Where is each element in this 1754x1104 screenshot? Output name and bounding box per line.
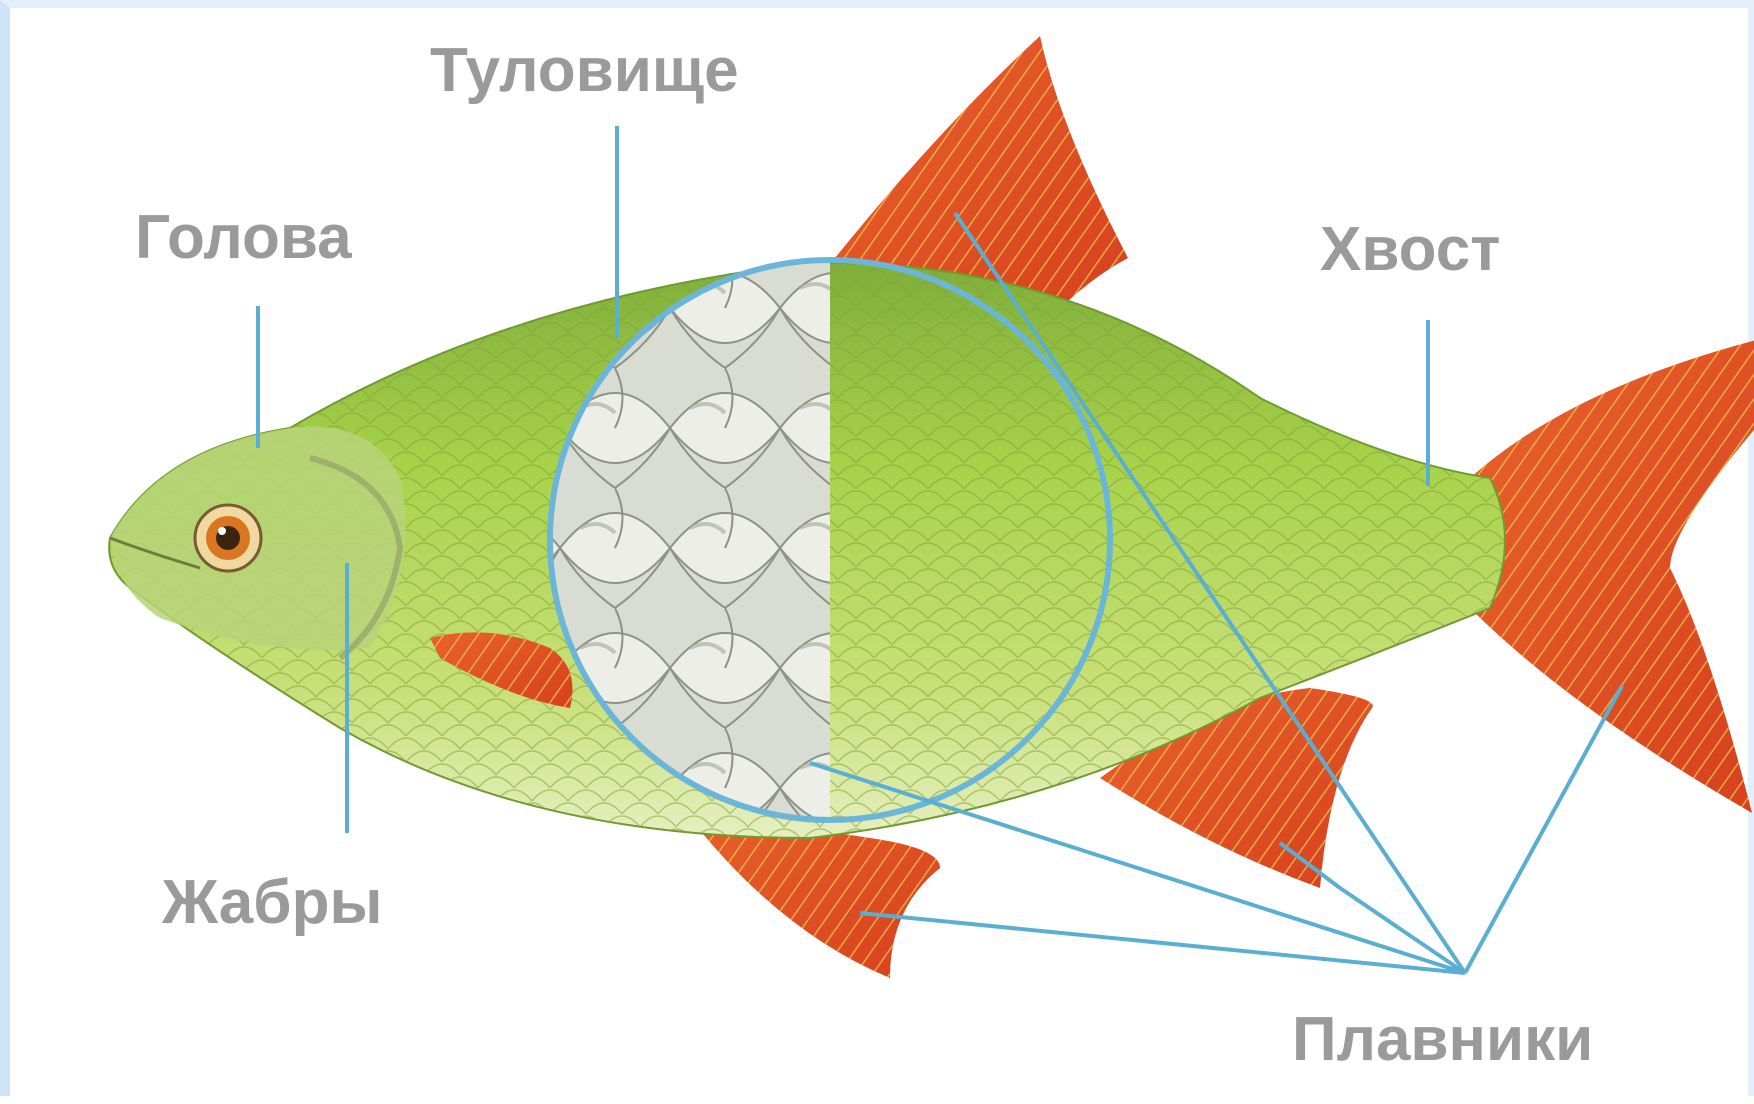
- label-gills: Жабры: [161, 868, 382, 937]
- label-tail: Хвост: [1320, 215, 1501, 284]
- eye-icon: [195, 505, 261, 571]
- fish-anatomy-diagram: Голова Туловище Хвост Жабры Плавники: [10, 8, 1754, 1104]
- label-head: Голова: [135, 203, 352, 272]
- fins-pointer-anal-2: [1340, 888, 1465, 973]
- label-body: Туловище: [430, 36, 739, 105]
- tail-fin: [1470, 338, 1754, 813]
- label-fins: Плавники: [1292, 1005, 1593, 1074]
- fins-pointer-tail: [1465, 686, 1622, 973]
